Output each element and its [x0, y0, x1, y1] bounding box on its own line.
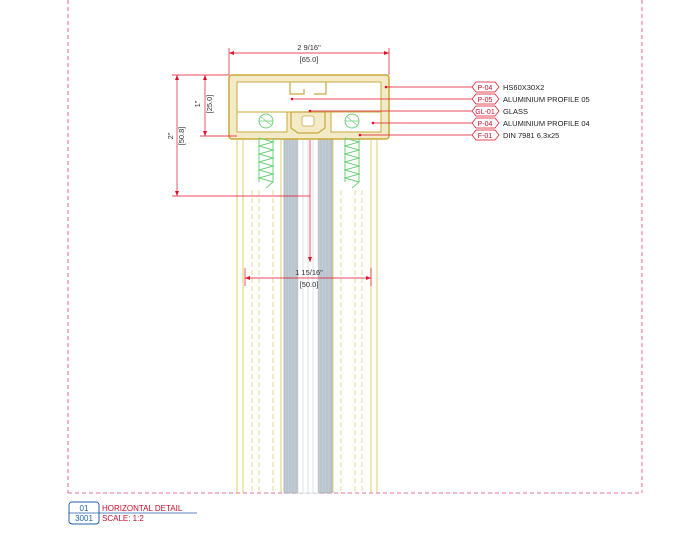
- dim-left-outer-metric: [50.8]: [177, 127, 186, 146]
- detail-scale: SCALE: 1:2: [102, 514, 144, 523]
- tag-label: DIN 7981 6.3x25: [503, 131, 559, 140]
- dim-bottom-imperial: 1 15/16": [295, 268, 323, 277]
- tag-label: ALUMINIUM PROFILE 05: [503, 95, 590, 104]
- dim-bottom-metric: [50.0]: [300, 280, 319, 289]
- dim-left-outer-imperial: 2": [166, 132, 175, 139]
- tag-p04-hs: P-04 HS60X30X2: [471, 81, 544, 93]
- dim-top-imperial: 2 9/16": [297, 43, 321, 52]
- detail-title: HORIZONTAL DETAIL: [102, 504, 183, 513]
- screw-head-right: [344, 113, 360, 129]
- tag-code: P-04: [478, 121, 493, 128]
- title-block: 01 3001 HORIZONTAL DETAIL SCALE: 1:2: [68, 501, 197, 525]
- tag-code: GL-01: [475, 109, 495, 116]
- tag-label: ALUMINIUM PROFILE 04: [503, 119, 590, 128]
- screw-thread-right: [343, 137, 361, 189]
- dim-top-metric: [65.0]: [300, 55, 319, 64]
- dimension-lines: [172, 48, 476, 286]
- dim-left-inner-imperial: 1": [193, 100, 202, 107]
- aluminium-profile-section: [228, 74, 390, 140]
- mullion-elevation: [236, 134, 378, 494]
- tag-f01: F-01 DIN 7981 6.3x25: [471, 129, 559, 141]
- screw-thread-left: [257, 137, 275, 189]
- tag-code: P-05: [478, 97, 493, 104]
- tag-p05: P-05 ALUMINIUM PROFILE 05: [471, 93, 590, 105]
- tag-code: F-01: [478, 133, 493, 140]
- screw-head-left: [258, 113, 274, 129]
- material-tags: P-04 HS60X30X2 P-05 ALUMINIUM PROFILE 05…: [471, 81, 590, 141]
- dimension-arrows: [175, 51, 389, 280]
- tag-p04-profile: P-04 ALUMINIUM PROFILE 04: [471, 117, 590, 129]
- detail-number: 01: [80, 504, 89, 513]
- tag-label: HS60X30X2: [503, 83, 544, 92]
- tag-code: P-04: [478, 85, 493, 92]
- tag-label: GLASS: [503, 107, 528, 116]
- sheet-number: 3001: [75, 514, 93, 523]
- sheet-border: [67, 0, 643, 494]
- dim-left-inner-metric: [25.0]: [205, 95, 214, 114]
- tag-gl01: GL-01 GLASS: [471, 105, 528, 117]
